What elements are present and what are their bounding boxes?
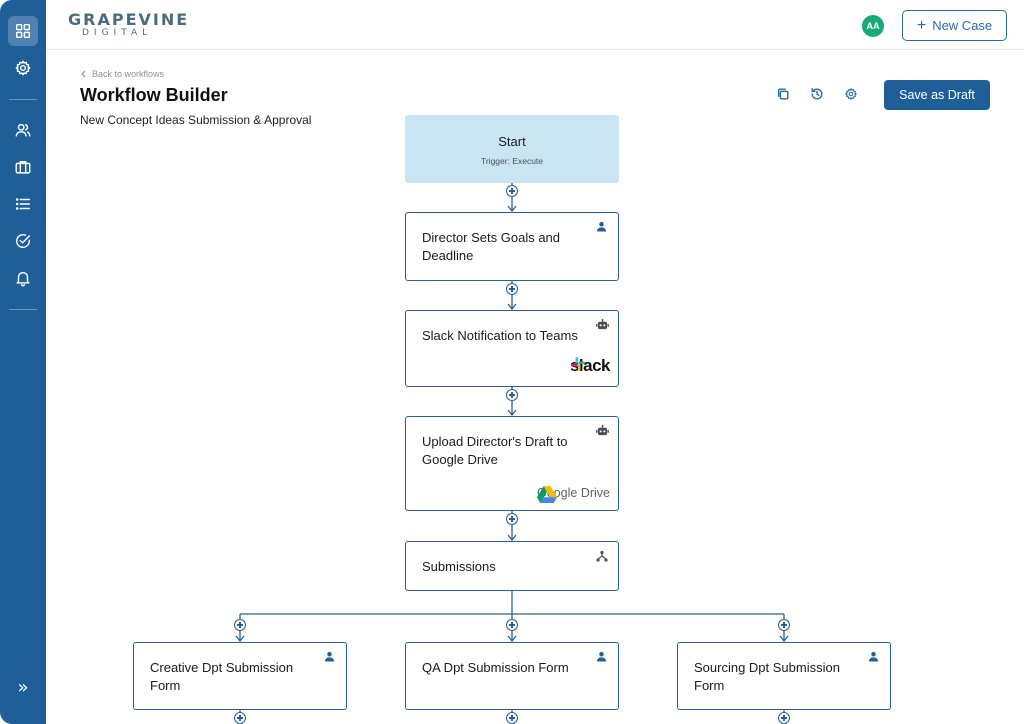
branch-step-node[interactable]: Creative Dpt Submission Form: [133, 642, 347, 710]
workflow-name: New Concept Ideas Submission & Approval: [80, 113, 312, 127]
copy-icon: [777, 88, 789, 100]
add-step-button[interactable]: [506, 283, 518, 295]
save-as-draft-button[interactable]: Save as Draft: [884, 80, 990, 110]
workflow-step-node[interactable]: Director Sets Goals and Deadline: [405, 212, 619, 281]
back-to-workflows-link[interactable]: Back to workflows: [80, 69, 164, 79]
add-step-button[interactable]: [234, 712, 246, 724]
sidebar-item-settings[interactable]: [8, 53, 38, 83]
branch-line: [240, 591, 784, 615]
sidebar-item-users[interactable]: [8, 115, 38, 145]
add-step-button[interactable]: [506, 513, 518, 525]
sidebar-divider: [9, 309, 37, 310]
sidebar: »: [0, 0, 46, 724]
users-icon: [15, 123, 31, 137]
avatar[interactable]: AA: [862, 15, 884, 37]
double-chevron-right-icon[interactable]: »: [17, 676, 29, 698]
gear-icon: [15, 60, 31, 76]
google-drive-logo: Google Drive: [537, 486, 610, 503]
sidebar-item-cases[interactable]: [8, 152, 38, 182]
arrow-head: [507, 303, 517, 311]
arrow-head: [779, 635, 789, 643]
slack-logo: slack: [570, 356, 611, 376]
logo-main: GRAPEVINE: [68, 10, 190, 29]
step-label: QA Dpt Submission Form: [422, 660, 569, 675]
user-icon: [596, 651, 610, 665]
check-circle-icon: [15, 234, 31, 249]
plus-icon: +: [916, 16, 927, 34]
workflow-step-node[interactable]: Upload Director's Draft to Google Drive …: [405, 416, 619, 511]
add-step-button[interactable]: [506, 389, 518, 401]
sidebar-item-tasks[interactable]: [8, 226, 38, 256]
step-label: Slack Notification to Teams: [422, 328, 578, 343]
add-step-button[interactable]: [506, 619, 518, 631]
duplicate-button[interactable]: [776, 87, 790, 101]
gear-icon: [845, 88, 857, 100]
arrow-head: [235, 635, 245, 643]
history-icon: [811, 88, 823, 100]
branch-icon: [596, 550, 610, 564]
google-drive-icon: [537, 486, 558, 503]
add-step-button[interactable]: [506, 185, 518, 197]
new-case-button[interactable]: + New Case: [902, 10, 1007, 41]
step-label: Submissions: [422, 559, 496, 574]
step-label: Director Sets Goals and Deadline: [422, 230, 561, 263]
start-node[interactable]: Start Trigger: Execute: [405, 115, 619, 183]
sidebar-item-notifications[interactable]: [8, 263, 38, 293]
page-title: Workflow Builder: [80, 85, 228, 105]
logo-sub: DIGITAL: [82, 28, 153, 38]
arrow-head: [507, 205, 517, 213]
workflow-step-node[interactable]: Slack Notification to Teams slack: [405, 310, 619, 387]
arrow-head: [507, 635, 517, 643]
bell-icon: [16, 271, 30, 287]
slack-icon: [570, 357, 585, 371]
briefcase-icon: [15, 161, 31, 174]
add-step-button[interactable]: [778, 712, 790, 724]
start-title: Start: [498, 134, 526, 149]
new-case-label: New Case: [932, 18, 993, 33]
robot-icon: [596, 425, 610, 439]
add-step-button[interactable]: [778, 619, 790, 631]
step-label: Creative Dpt Submission Form: [150, 660, 294, 693]
robot-icon: [596, 319, 610, 333]
workflow-step-node[interactable]: Submissions: [405, 541, 619, 591]
step-label: Upload Director's Draft to Google Drive: [422, 434, 568, 467]
add-step-button[interactable]: [506, 712, 518, 724]
history-button[interactable]: [810, 87, 824, 101]
chevron-left-icon: [81, 70, 86, 78]
arrow-head: [507, 534, 517, 542]
workflow-settings-button[interactable]: [844, 87, 858, 101]
user-icon: [596, 221, 610, 235]
dashboard-icon: [15, 23, 31, 39]
add-step-button[interactable]: [234, 619, 246, 631]
sidebar-item-list[interactable]: [8, 189, 38, 219]
branch-step-node[interactable]: QA Dpt Submission Form: [405, 642, 619, 710]
user-icon: [868, 651, 882, 665]
list-icon: [15, 198, 31, 210]
logo: GRAPEVINE DIGITAL: [68, 10, 189, 38]
back-label: Back to workflows: [92, 69, 165, 79]
branch-step-node[interactable]: Sourcing Dpt Submission Form: [677, 642, 891, 710]
sidebar-divider: [9, 99, 37, 100]
step-label: Sourcing Dpt Submission Form: [694, 660, 840, 693]
top-bar: GRAPEVINE DIGITAL AA + New Case: [46, 0, 1024, 50]
arrow-head: [507, 409, 517, 417]
start-trigger: Trigger: Execute: [480, 156, 544, 166]
sidebar-item-dashboard[interactable]: [8, 16, 38, 46]
user-icon: [324, 651, 338, 665]
